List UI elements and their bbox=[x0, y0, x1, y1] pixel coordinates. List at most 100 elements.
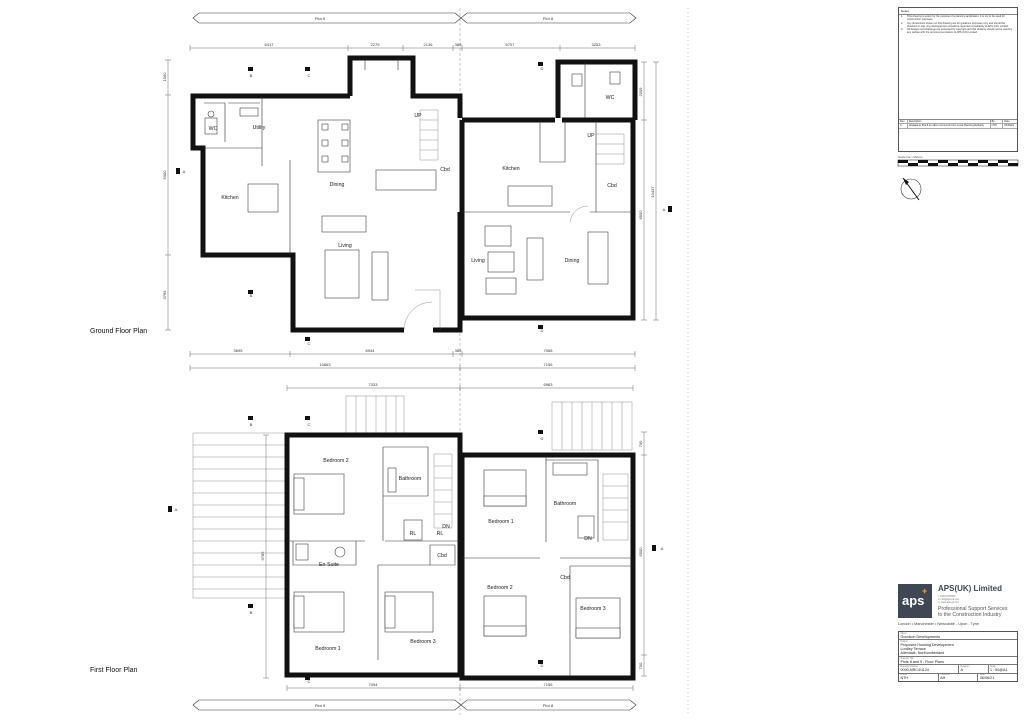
room-label: RL bbox=[410, 531, 417, 537]
toilet-fixture bbox=[609, 71, 621, 85]
ground-dimensions-left: 1560 5000 3765 bbox=[162, 59, 171, 331]
room-label: Cbd bbox=[560, 575, 570, 581]
dimension: 2279 bbox=[371, 42, 381, 47]
dining-table bbox=[507, 185, 553, 207]
section-mark: D bbox=[541, 66, 544, 71]
north-arrow-icon bbox=[900, 177, 922, 201]
project-cell: Project Proposed Housing Development Lor… bbox=[899, 640, 1017, 658]
dimension: 5707 bbox=[506, 42, 516, 47]
section-mark: A bbox=[183, 169, 186, 174]
first-plot9-furniture bbox=[293, 453, 453, 633]
office-locations: London • Manchester • Newcastle - Upon -… bbox=[898, 622, 979, 626]
worktop bbox=[239, 107, 259, 117]
dimension: 3765 bbox=[162, 290, 167, 300]
first-dimensions-top: 7333 6963 bbox=[286, 382, 634, 391]
drawing-title-cell: Drawing Title Plots 8 and 9 - Floor Plan… bbox=[899, 657, 1017, 666]
room-label: WC bbox=[209, 126, 218, 132]
dimension: 5000 bbox=[162, 170, 167, 180]
shower bbox=[577, 515, 595, 539]
plot-banners-top: Plot 9 Plot 8 bbox=[192, 12, 637, 24]
section-mark: B bbox=[250, 293, 253, 298]
staircase bbox=[419, 109, 439, 161]
staircase bbox=[595, 133, 625, 165]
ground-section-markers: B C D A A B C D bbox=[176, 62, 672, 346]
room-label: Bedroom 2 bbox=[323, 458, 348, 464]
section-mark: D bbox=[541, 436, 544, 441]
room-label: Bedroom 1 bbox=[488, 519, 513, 525]
dimension: 6417 bbox=[265, 42, 275, 47]
section-mark: B bbox=[250, 422, 253, 427]
bath bbox=[387, 467, 397, 493]
first-dimensions-sides: 9786 700 6500 700 bbox=[260, 431, 647, 679]
kitchen-counter bbox=[375, 169, 437, 191]
dimension: 2136 bbox=[424, 42, 434, 47]
note-item: 3.All designs and drawings are protected… bbox=[901, 28, 1013, 35]
section-mark: C bbox=[308, 679, 311, 684]
bath bbox=[552, 462, 588, 476]
sofa bbox=[321, 215, 367, 233]
first-section-markers: B C D A A B C D bbox=[168, 416, 664, 684]
company-name: APS(UK) Limited bbox=[938, 584, 1002, 593]
sofa bbox=[484, 225, 512, 247]
room-label: Bathroom bbox=[399, 476, 422, 482]
section-mark: D bbox=[541, 663, 544, 668]
dimension: 7156 bbox=[544, 362, 554, 367]
room-label: DN bbox=[442, 524, 450, 530]
rug bbox=[487, 251, 515, 273]
ground-plot8-walls bbox=[459, 59, 638, 321]
section-mark: A bbox=[663, 207, 666, 212]
notes-panel: Notes 1.This drawing is solely for the p… bbox=[898, 7, 1018, 152]
ground-dimensions-right: 2009 6500 10437 bbox=[638, 61, 659, 321]
dimension: 10663 bbox=[319, 362, 331, 367]
room-label: Bedroom 3 bbox=[410, 639, 435, 645]
room-label: UP bbox=[587, 133, 595, 139]
section-mark: C bbox=[308, 422, 311, 427]
note-item: 2.Any dimensions shown on this drawing a… bbox=[901, 21, 1009, 28]
dimension: 700 bbox=[638, 440, 643, 447]
dimension: 389 bbox=[455, 42, 462, 47]
section-mark: C bbox=[308, 73, 311, 78]
room-label: Dining bbox=[330, 182, 345, 188]
section-mark: B bbox=[250, 610, 253, 615]
drawing-info-grid: Client Goodson Developments Project Prop… bbox=[898, 631, 1018, 683]
plot-label: Plot 8 bbox=[543, 16, 554, 21]
title-block: aps + APS(UK) Limited t: 01234 567890 e:… bbox=[898, 584, 1018, 717]
section-mark: C bbox=[308, 341, 311, 346]
company-tagline: Professional Support Services to the Con… bbox=[938, 606, 1008, 618]
section-mark: B bbox=[250, 73, 253, 78]
room-label: Living bbox=[471, 258, 485, 264]
scale-bar-label: Scale bar • Metres bbox=[898, 155, 923, 159]
plot-label: Plot 9 bbox=[315, 703, 326, 708]
revision-row: A Updated to Plot 8 to reflect comments … bbox=[899, 124, 1017, 129]
first-room-labels: Bedroom 2 Bathroom En-Suite Cbd Bedroom … bbox=[315, 458, 605, 652]
company-logo: aps + bbox=[898, 584, 932, 618]
dimension: 6500 bbox=[638, 547, 643, 557]
room-label: WC bbox=[606, 95, 615, 101]
company-contact: t: 01234 567890 e: info@aps-uk.com w: ww… bbox=[938, 595, 960, 604]
ground-room-labels: WC Utility Kitchen Dining Living Cbd UP … bbox=[209, 95, 617, 264]
dimension: 3253 bbox=[592, 42, 602, 47]
room-label: UP bbox=[414, 113, 422, 119]
scale-bar: Scale bar • Metres bbox=[897, 155, 1019, 167]
first-dimensions-bottom: 7094 7156 bbox=[286, 682, 634, 691]
sofa bbox=[485, 277, 517, 295]
kitchen-island bbox=[247, 183, 279, 213]
room-label: Cbd bbox=[437, 553, 447, 559]
room-label: Bathroom bbox=[554, 501, 577, 507]
revision-header-row: Rev Description By Date bbox=[899, 120, 1017, 125]
dimension: 6944 bbox=[366, 348, 376, 353]
dimension: 700 bbox=[638, 662, 643, 669]
room-label: RL bbox=[437, 531, 444, 537]
room-label: Living bbox=[338, 243, 352, 249]
room-label: Bedroom 1 bbox=[315, 646, 340, 652]
notes-header: Notes bbox=[899, 8, 1017, 15]
plot-label: Plot 8 bbox=[543, 703, 554, 708]
dimension: 10437 bbox=[650, 186, 655, 198]
ground-floor-plan-title: Ground Floor Plan bbox=[90, 328, 147, 335]
first-plot8-furniture bbox=[483, 462, 629, 639]
room-label: En-Suite bbox=[319, 562, 339, 568]
note-item: 1.This drawing is solely for the purpose… bbox=[901, 15, 1005, 22]
